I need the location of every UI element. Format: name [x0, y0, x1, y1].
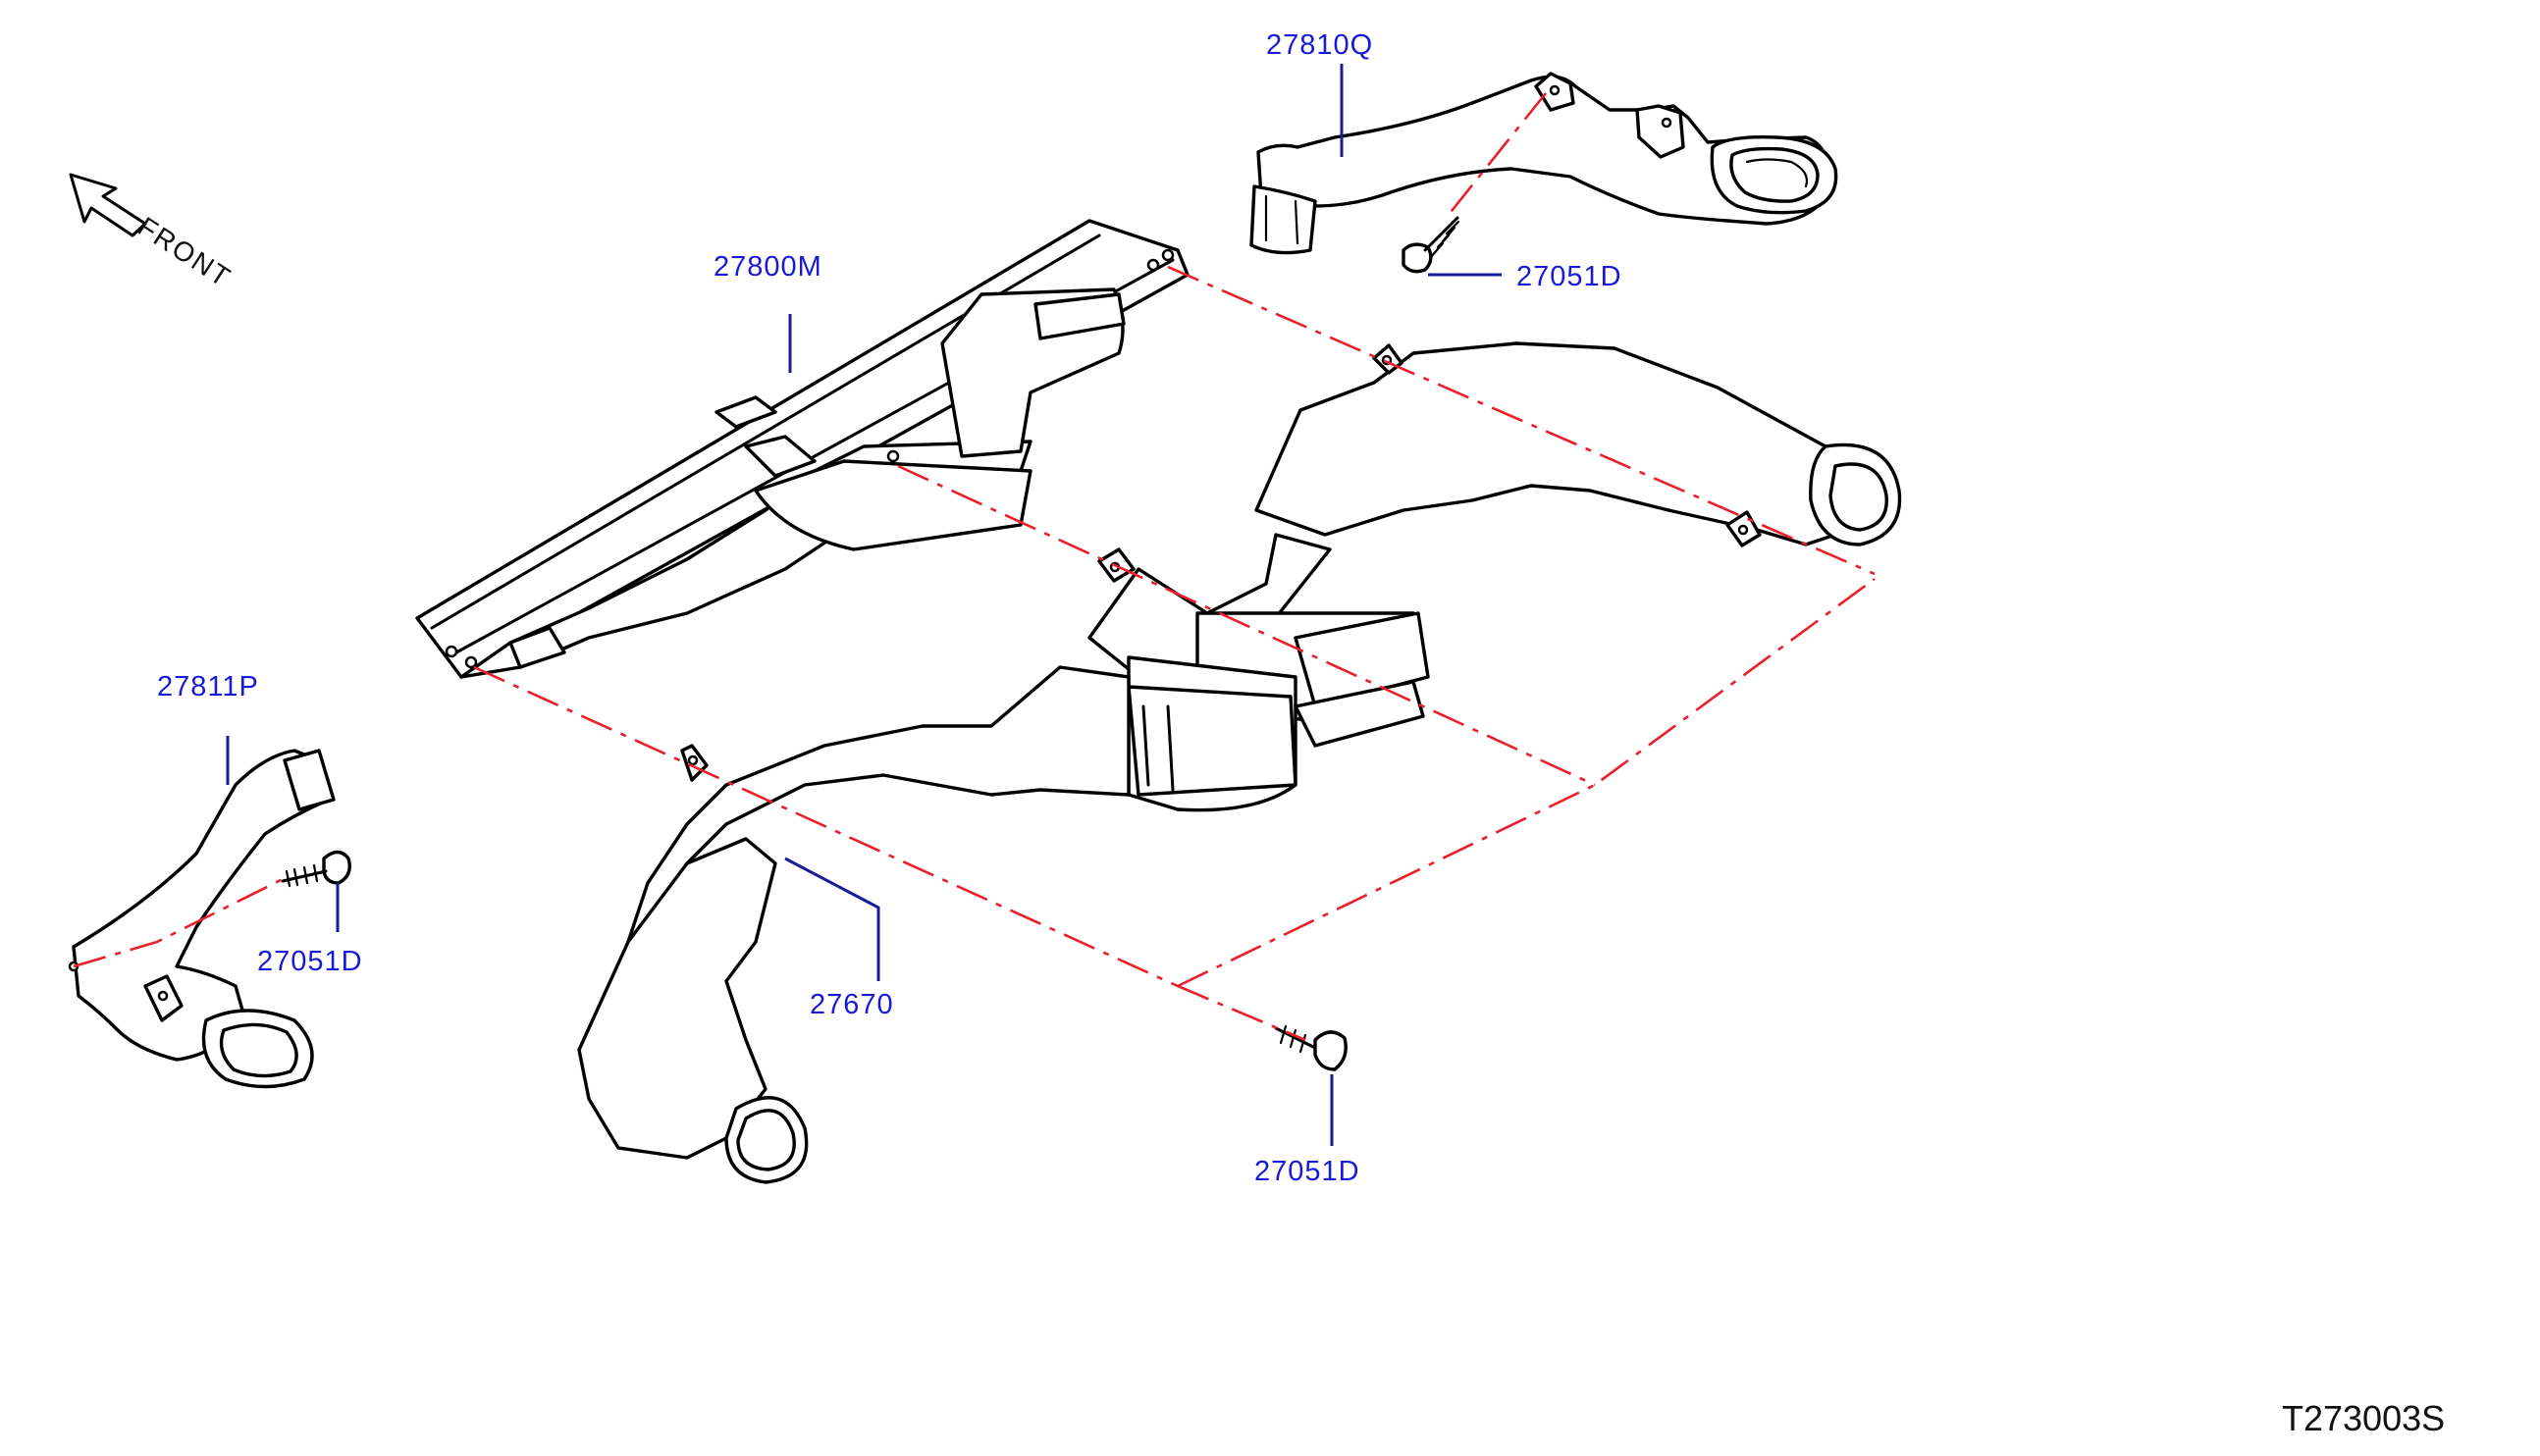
- duct-27810Q: [1249, 72, 1838, 255]
- part-label-27810Q: 27810Q: [1266, 29, 1374, 61]
- nozzle-27800M: [415, 219, 1190, 679]
- screw-bottom: [1274, 1024, 1348, 1071]
- part-label-27800M: 27800M: [714, 251, 822, 283]
- screw-left: [281, 850, 351, 888]
- part-label-27670: 27670: [810, 989, 894, 1020]
- front-arrow-icon: [69, 173, 147, 237]
- duct-27670: [577, 341, 1902, 1184]
- diagram-code: T273003S: [2282, 1398, 2446, 1438]
- part-label-27051D-top: 27051D: [1516, 261, 1622, 292]
- screw-top: [1402, 216, 1460, 274]
- duct-27811P: [68, 749, 336, 1089]
- leader-lines: [226, 64, 1502, 1146]
- part-label-27051D-bottom: 27051D: [1254, 1156, 1360, 1187]
- part-label-27051D-left: 27051D: [257, 946, 363, 977]
- part-label-27811P: 27811P: [157, 671, 259, 702]
- phantom-lines: [73, 92, 1876, 1042]
